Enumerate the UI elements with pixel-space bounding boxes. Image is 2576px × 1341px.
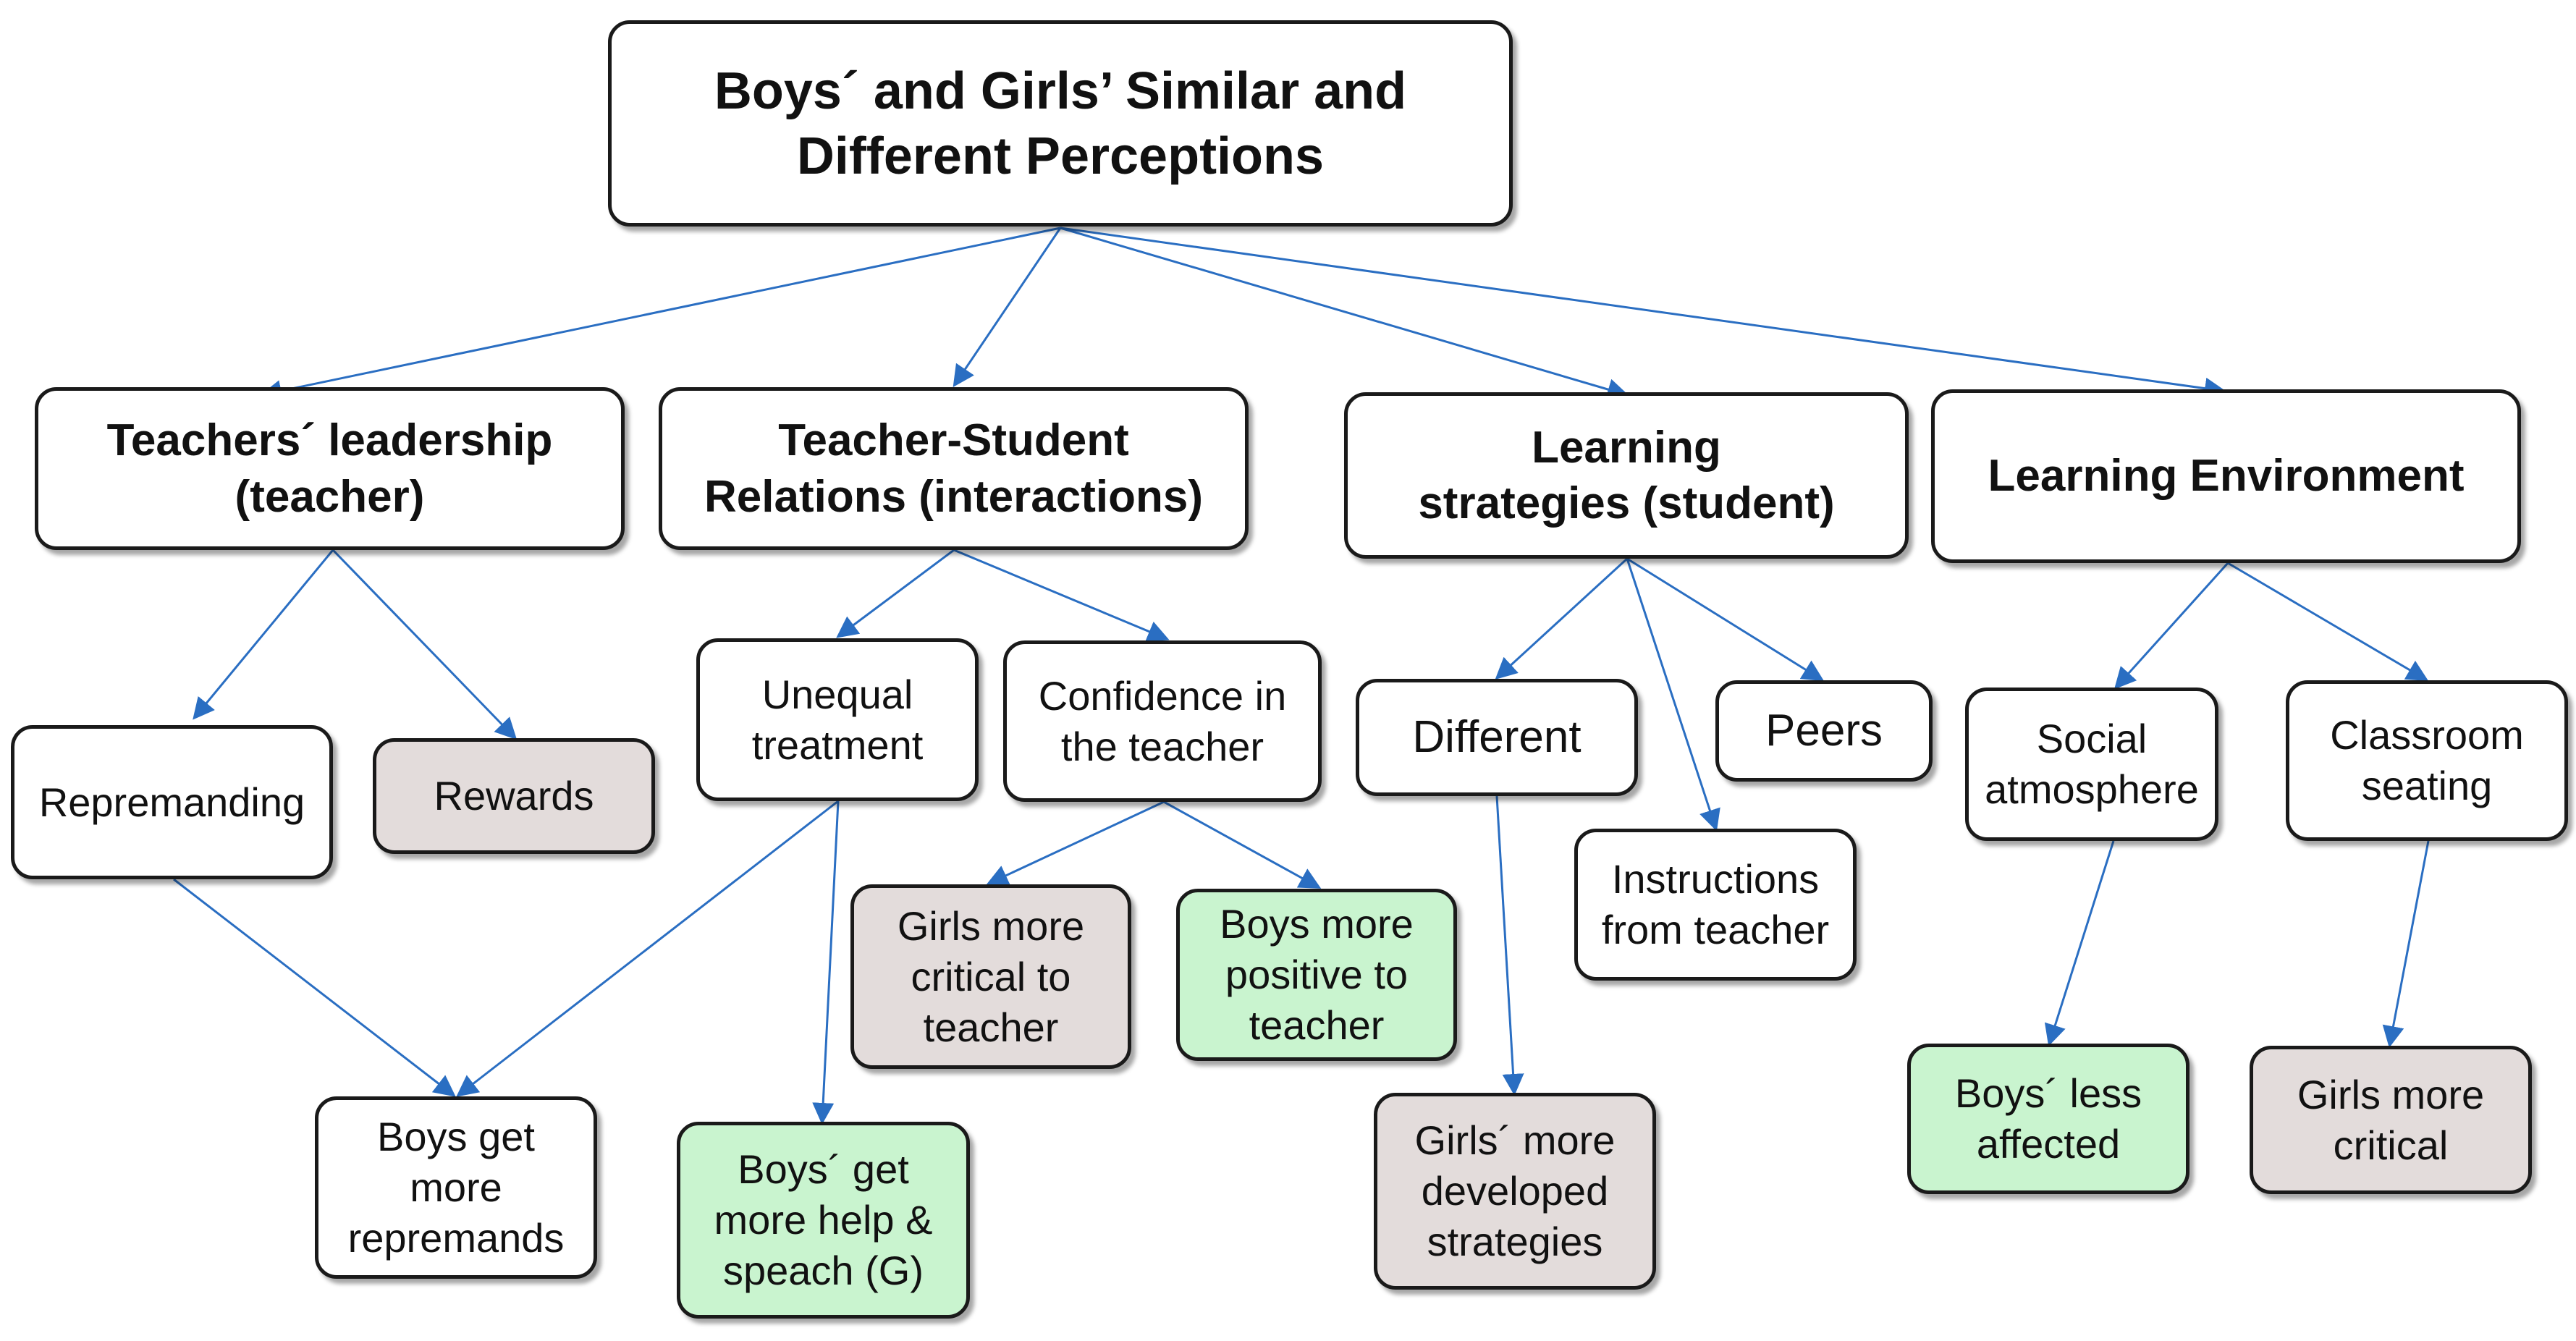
edge-root-strategies — [1060, 227, 1629, 400]
edge-root-relations — [953, 227, 1062, 387]
edge-root-leadership — [260, 227, 1061, 402]
node-girls-more-critical: Girls more critical — [2250, 1046, 2532, 1194]
node-confidence-teacher: Confidence in the teacher — [1003, 640, 1322, 802]
edge-environment-seating — [2227, 562, 2429, 682]
edge-seating-girlscritical — [2382, 840, 2430, 1048]
node-different: Different — [1356, 679, 1638, 796]
node-teacher-student-relations: Teacher-Student Relations (interactions) — [659, 387, 1249, 550]
boys-positive-teacher-label: Boys more positive to teacher — [1220, 901, 1414, 1048]
node-learning-environment: Learning Environment — [1931, 389, 2521, 563]
learning-strategies-label: Learning strategies (student) — [1418, 422, 1835, 529]
classroom-seating-label: Classroom seating — [2330, 712, 2524, 808]
node-learning-strategies: Learning strategies (student) — [1344, 392, 1909, 559]
edge-social-boysless — [2044, 840, 2115, 1046]
node-social-atmosphere: Social atmosphere — [1965, 688, 2218, 841]
unequal-treatment-label: Unequal treatment — [751, 671, 924, 768]
node-unequal-treatment: Unequal treatment — [696, 638, 979, 801]
girls-developed-strategies-label: Girls´ more developed strategies — [1414, 1117, 1616, 1264]
node-girls-critical-teacher: Girls more critical to teacher — [850, 884, 1131, 1069]
edge-strategies-peers — [1626, 557, 1825, 682]
node-girls-developed-strategies: Girls´ more developed strategies — [1374, 1093, 1656, 1290]
edge-strategies-different — [1495, 557, 1629, 680]
node-classroom-seating: Classroom seating — [2286, 680, 2568, 841]
edge-environment-social — [2113, 562, 2229, 690]
edge-leadership-rewards — [331, 549, 518, 740]
edge-unequal-boyshelp — [812, 800, 840, 1125]
edge-strategies-instructions — [1626, 558, 1720, 832]
edge-relations-confidence — [953, 549, 1170, 642]
teacher-student-relations-label: Teacher-Student Relations (interactions) — [704, 415, 1203, 522]
edge-unequal-boysrepremands — [456, 800, 839, 1097]
different-label: Different — [1412, 712, 1582, 763]
root-label: Boys´ and Girls’ Similar and Different P… — [714, 62, 1407, 185]
node-boys-positive-teacher: Boys more positive to teacher — [1176, 889, 1457, 1061]
teachers-leadership-label: Teachers´ leadership (teacher) — [106, 415, 553, 522]
instructions-teacher-label: Instructions from teacher — [1601, 856, 1830, 952]
boys-more-help-label: Boys´ get more help & speach (G) — [714, 1146, 933, 1293]
node-boys-less-affected: Boys´ less affected — [1907, 1044, 2189, 1194]
confidence-teacher-label: Confidence in the teacher — [1038, 672, 1287, 769]
node-boys-more-repremands: Boys get more repremands — [315, 1096, 597, 1279]
edge-repremanding-boysrepremands — [173, 878, 456, 1097]
girls-critical-teacher-label: Girls more critical to teacher — [897, 902, 1085, 1050]
social-atmosphere-label: Social atmosphere — [1985, 716, 2199, 812]
boys-less-affected-label: Boys´ less affected — [1954, 1070, 2142, 1167]
node-instructions-teacher: Instructions from teacher — [1574, 829, 1857, 981]
edge-confidence-girlscritical — [986, 800, 1165, 886]
node-rewards: Rewards — [373, 738, 655, 854]
root-node: Boys´ and Girls’ Similar and Different P… — [608, 20, 1513, 227]
peers-label: Peers — [1765, 706, 1883, 756]
edge-relations-unequal — [836, 549, 955, 638]
learning-environment-label: Learning Environment — [1988, 451, 2465, 502]
edge-confidence-boyspositive — [1163, 800, 1322, 889]
edge-root-environment — [1060, 227, 2226, 399]
node-peers: Peers — [1715, 680, 1933, 782]
boys-more-repremands-label: Boys get more repremands — [347, 1114, 565, 1261]
node-repremanding: Repremanding — [11, 725, 333, 879]
rewards-label: Rewards — [434, 773, 594, 818]
repremanding-label: Repremanding — [38, 779, 305, 825]
edge-different-girlsstrategies — [1495, 795, 1524, 1096]
node-boys-more-help: Boys´ get more help & speach (G) — [677, 1122, 970, 1319]
edge-leadership-repremanding — [193, 549, 334, 720]
girls-more-critical-label: Girls more critical — [2297, 1071, 2485, 1168]
node-teachers-leadership: Teachers´ leadership (teacher) — [35, 387, 625, 550]
